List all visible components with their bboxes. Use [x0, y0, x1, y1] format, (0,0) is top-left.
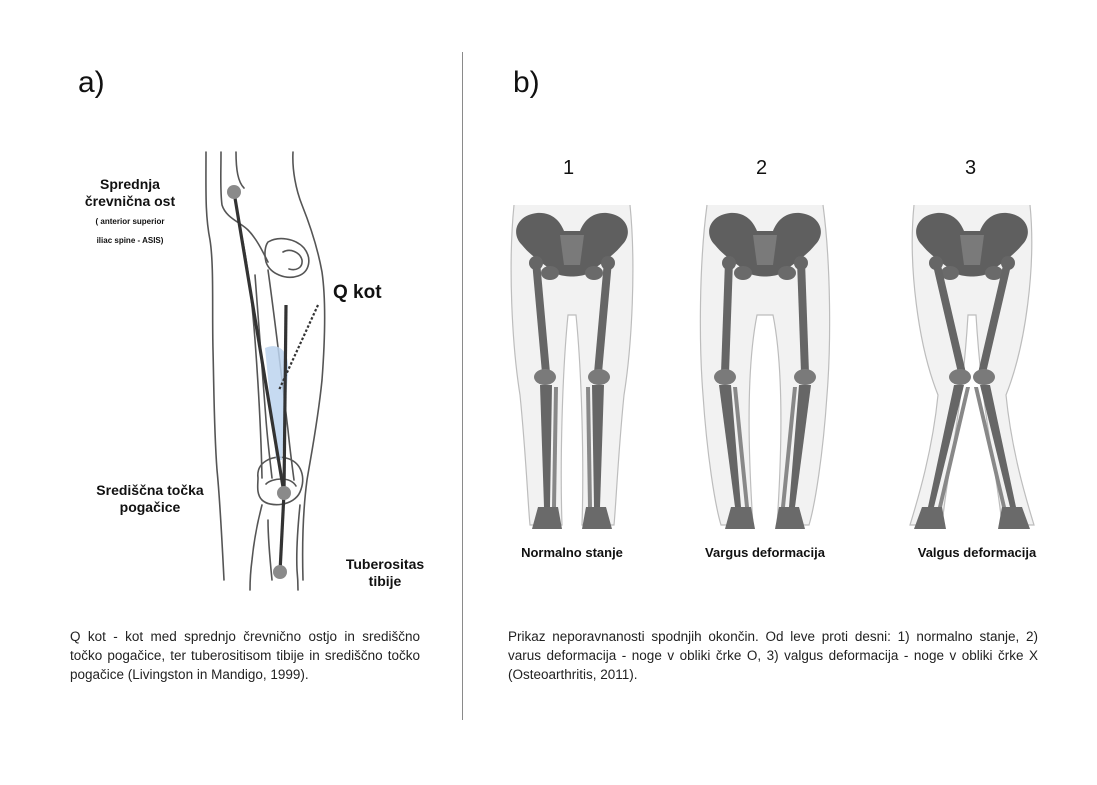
figure-3-skeleton	[910, 205, 1034, 529]
figure-1-label: Normalno stanje	[502, 545, 642, 560]
figure-3-label: Valgus deformacija	[902, 545, 1052, 560]
figure-2-label: Vargus deformacija	[690, 545, 840, 560]
panel-b-caption: Prikaz neporavnanosti spodnjih okončin. …	[508, 627, 1038, 684]
figure-1-skeleton	[511, 205, 633, 529]
figure-2-skeleton	[700, 205, 829, 529]
